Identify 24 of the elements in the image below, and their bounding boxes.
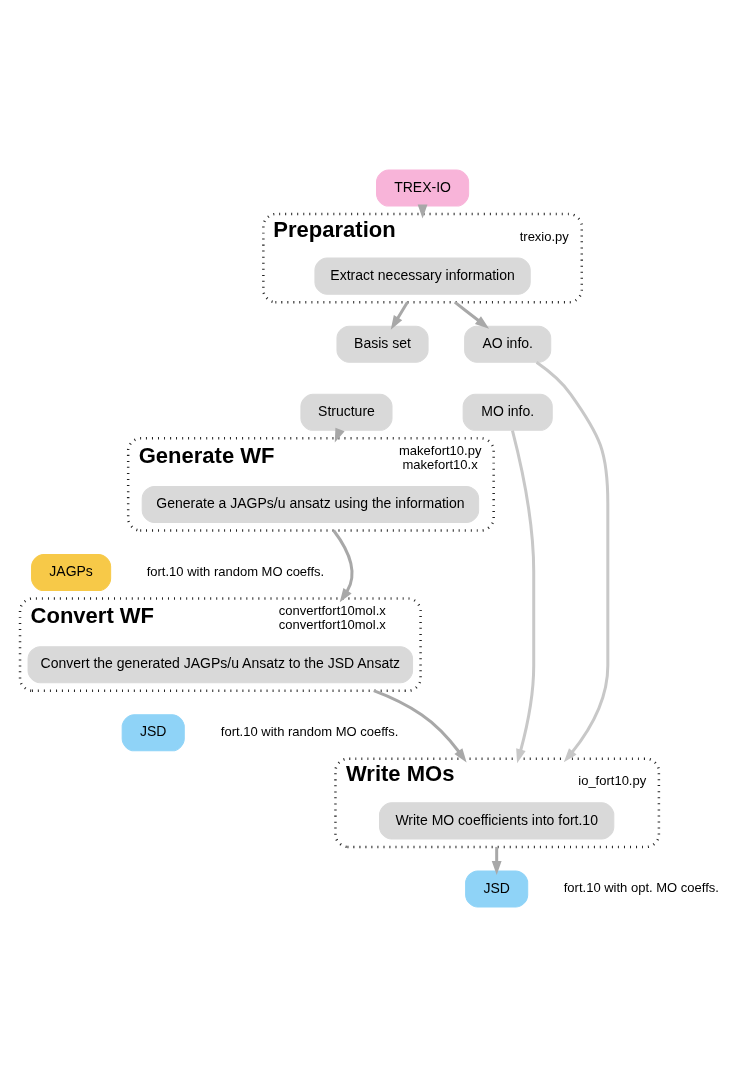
node-box: Basis set	[336, 325, 429, 363]
node-box: MO info.	[462, 393, 553, 431]
node-label: trexio.py	[519, 228, 569, 244]
node-box: JSD	[465, 870, 529, 908]
node-box: AO info.	[464, 325, 552, 363]
node-box: Convert the generated JAGPs/u Ansatz to the JSD Ansatz	[27, 646, 414, 684]
node-box: Extract necessary information	[314, 257, 531, 295]
node-label: fort.10 with random MO coeffs.	[146, 563, 325, 579]
arrow	[535, 361, 610, 763]
arrow	[332, 529, 354, 603]
node-box: Generate a JAGPs/u ansatz using the information	[141, 485, 480, 523]
node-label: convertfort10mol.x	[278, 617, 386, 633]
node-box: Write MO coefficients into fort.10	[379, 802, 615, 840]
arrow	[373, 689, 467, 763]
node-label: io_fort10.py	[578, 773, 647, 789]
arrow	[453, 301, 490, 329]
node-box: JSD	[121, 714, 185, 752]
node-label: convertfort10mol.x	[278, 603, 386, 618]
node-label: makefort10.py	[399, 442, 482, 458]
arrow	[511, 430, 536, 764]
node-label: fort.10 with opt. MO coeffs.	[563, 880, 719, 896]
arrow	[390, 301, 409, 330]
node-box: JAGPs	[31, 554, 112, 592]
node-label: fort.10 with random MO coeffs.	[220, 724, 399, 740]
